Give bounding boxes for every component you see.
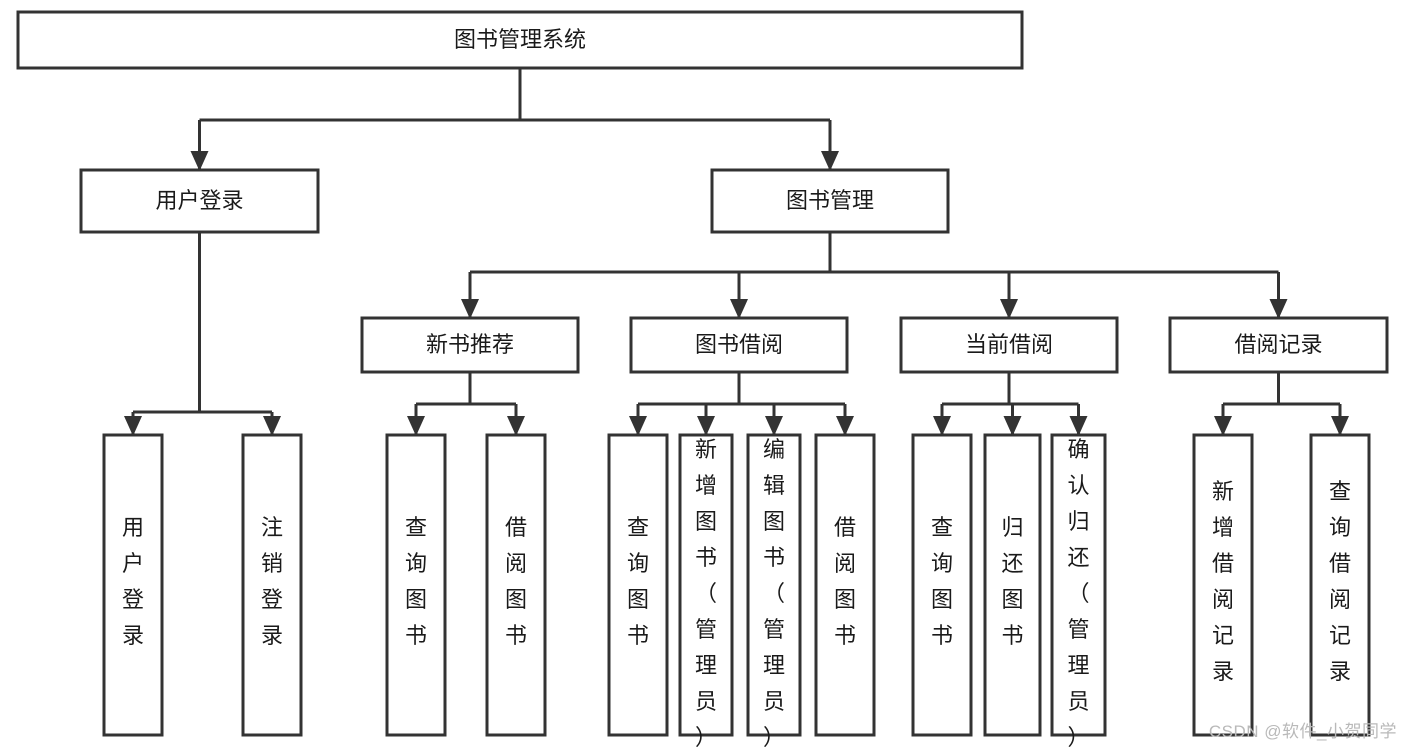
arrow-head [836,416,854,436]
node-leaf-confirm-return[interactable]: 确认归还（管理员） [1050,433,1107,747]
arrow-head [124,416,142,436]
node-label: 借阅图书 [505,515,527,648]
node-current-borrow[interactable]: 当前借阅 [899,316,1119,374]
node-leaf-add-record[interactable]: 新增借阅记录 [1192,433,1254,737]
arrow-head [507,416,525,436]
node-label: 用户登录 [155,188,243,213]
node-label: 图书管理 [786,188,874,213]
node-box[interactable] [360,316,580,374]
node-box[interactable] [710,168,950,234]
node-leaf-add-book[interactable]: 新增图书（管理员） [678,433,734,747]
node-user-login[interactable]: 用户登录 [79,168,320,234]
edges-layer [124,68,1349,436]
node-box[interactable] [1168,316,1389,374]
node-box[interactable] [629,316,849,374]
node-label: 查询图书 [931,515,953,648]
node-label: 新书推荐 [426,332,514,357]
arrow-head [461,299,479,319]
node-label: 归还图书 [1001,515,1023,648]
node-label: 借阅图书 [834,515,856,648]
arrow-head [1331,416,1349,436]
node-leaf-query-book-3[interactable]: 查询图书 [911,433,973,737]
node-box[interactable] [385,433,447,737]
node-label: 新增借阅记录 [1212,479,1234,684]
node-label: 查询借阅记录 [1329,479,1351,684]
node-box[interactable] [1309,433,1371,737]
arrow-head [697,416,715,436]
arrow-head [1069,416,1088,436]
node-box[interactable] [983,433,1042,737]
node-label: 借阅记录 [1234,332,1322,357]
arrow-head [933,416,951,436]
node-label: 当前借阅 [965,332,1053,357]
node-box[interactable] [102,433,164,737]
node-box[interactable] [607,433,669,737]
arrow-head [190,151,209,171]
node-box[interactable] [678,433,734,737]
node-book-manage[interactable]: 图书管理 [710,168,950,234]
node-box[interactable] [899,316,1119,374]
node-leaf-logout[interactable]: 注销登录 [241,433,303,737]
node-label: 用户登录 [122,515,144,648]
node-leaf-borrow-book-1[interactable]: 借阅图书 [485,433,547,737]
node-box[interactable] [814,433,876,737]
node-label: 编辑图书（管理员） [763,437,785,747]
node-book-borrow[interactable]: 图书借阅 [629,316,849,374]
node-box[interactable] [1050,433,1107,737]
arrow-head [1000,299,1018,319]
arrow-head [1003,416,1022,436]
arrow-head [1269,299,1288,319]
node-root-图书管理系统[interactable]: 图书管理系统 [16,10,1024,70]
node-leaf-return-book[interactable]: 归还图书 [983,433,1042,737]
node-leaf-edit-book[interactable]: 编辑图书（管理员） [746,433,802,747]
node-leaf-query-book-2[interactable]: 查询图书 [607,433,669,737]
arrow-head [765,416,783,436]
node-leaf-user-login[interactable]: 用户登录 [102,433,164,737]
node-new-book-recommend[interactable]: 新书推荐 [360,316,580,374]
node-label: 图书管理系统 [454,27,586,52]
arrow-head [730,299,748,319]
node-box[interactable] [241,433,303,737]
node-box[interactable] [79,168,320,234]
node-label: 新增图书（管理员） [695,437,717,747]
node-box[interactable] [485,433,547,737]
node-leaf-query-record[interactable]: 查询借阅记录 [1309,433,1371,737]
arrow-head [1214,416,1232,436]
arrow-head [263,416,281,436]
node-label: 注销登录 [261,515,283,648]
node-box[interactable] [16,10,1024,70]
arrow-head [821,151,839,171]
node-box[interactable] [1192,433,1254,737]
node-leaf-borrow-book-2[interactable]: 借阅图书 [814,433,876,737]
node-leaf-query-book-1[interactable]: 查询图书 [385,433,447,737]
csdn-watermark: CSDN @软件_小贺同学 [1208,722,1397,741]
node-label: 查询图书 [405,515,427,648]
node-label: 确认归还（管理员） [1067,437,1089,747]
node-box[interactable] [746,433,802,737]
node-label: 查询图书 [627,515,649,648]
node-box[interactable] [911,433,973,737]
arrow-head [629,416,647,436]
node-borrow-record[interactable]: 借阅记录 [1168,316,1389,374]
nodes-layer: 图书管理系统用户登录图书管理新书推荐图书借阅当前借阅借阅记录用户登录注销登录查询… [16,10,1389,747]
arrow-head [407,416,425,436]
node-label: 图书借阅 [695,332,783,357]
